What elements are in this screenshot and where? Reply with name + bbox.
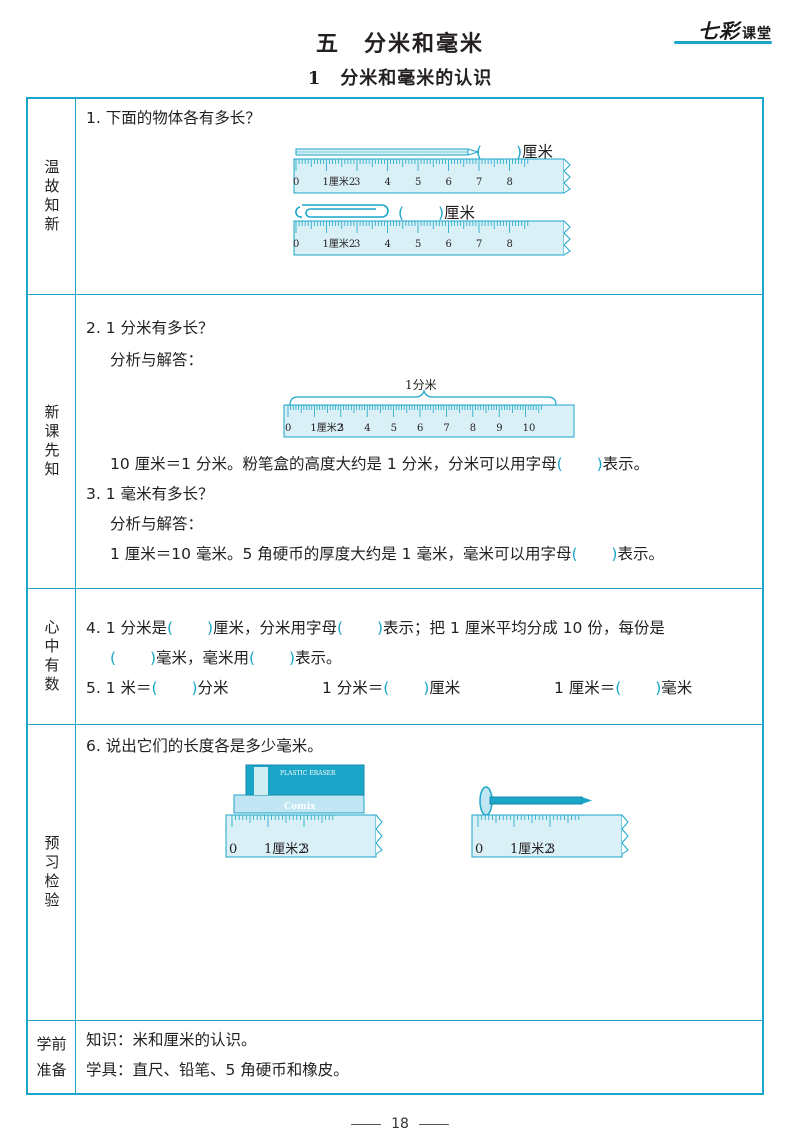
- eraser-label: PLASTIC ERASER: [280, 770, 336, 777]
- q3-blank[interactable]: [571, 543, 617, 565]
- ruler-label: 8: [507, 177, 513, 188]
- ruler-label: 6: [446, 239, 452, 250]
- ruler-label: 4: [385, 239, 391, 250]
- q4-line2: 毫米，毫米用 表示。: [110, 647, 342, 669]
- ruler-label: 10: [523, 423, 536, 434]
- q4-blank-4[interactable]: [249, 647, 295, 669]
- q3-fact: 1 厘米＝10 毫米。5 角硬币的厚度大约是 1 毫米，毫米可以用字母 表示。: [110, 543, 664, 565]
- ruler-label: 5: [415, 177, 421, 188]
- ruler-label: 3: [547, 842, 555, 857]
- ruler-label: 5: [391, 423, 397, 434]
- row-preview: 预习检验 6. 说出它们的长度各是多少毫米。 PLASTIC ERASER Co…: [28, 725, 762, 1021]
- ruler-1: [293, 158, 571, 194]
- q4-blank-3[interactable]: [110, 647, 156, 669]
- ruler-label: 7: [443, 423, 449, 434]
- page-number: 18: [0, 1116, 800, 1132]
- q1-clip-answer: 厘米: [398, 202, 475, 224]
- ruler-label: 4: [385, 177, 391, 188]
- ruler-label: 1厘米2: [323, 175, 356, 188]
- ruler-label: 1厘米2: [310, 421, 343, 434]
- q4-line1: 4. 1 分米是 厘米，分米用字母 表示；把 1 厘米平均分成 10 份，每份是: [86, 617, 665, 639]
- ruler-label: 0: [285, 423, 291, 434]
- section-title: 1 分米和毫米的认识: [307, 68, 493, 89]
- row-mind: 心中有数 4. 1 分米是 厘米，分米用字母 表示；把 1 厘米平均分成 10 …: [28, 589, 762, 725]
- ruler-label: 9: [496, 423, 502, 434]
- q6-text: 6. 说出它们的长度各是多少毫米。: [86, 737, 323, 755]
- q1-clip-blank[interactable]: [398, 202, 444, 224]
- q5-blank-1[interactable]: [152, 677, 198, 699]
- q4-blank-2[interactable]: [337, 617, 383, 639]
- chapter-title: 五 分米和毫米: [315, 31, 484, 57]
- q2-fact: 10 厘米＝1 分米。粉笔盒的高度大约是 1 分米，分米可以用字母 表示。: [110, 453, 649, 475]
- row-label-preview: 预习检验: [28, 725, 76, 1020]
- q2-blank[interactable]: [557, 453, 603, 475]
- prep-knowledge: 知识：米和厘米的认识。: [86, 1031, 257, 1049]
- ruler-nail: [471, 814, 623, 858]
- ruler-label: 8: [470, 423, 476, 434]
- q5-blank-2[interactable]: [383, 677, 429, 699]
- q5-part-a: 5. 1 米＝ 分米: [86, 677, 229, 699]
- q1-pencil-blank[interactable]: [476, 141, 522, 163]
- eraser-icon: PLASTIC ERASER Comix: [233, 764, 365, 814]
- ruler-label: 0: [293, 177, 299, 188]
- q5-part-c: 1 厘米＝ 毫米: [554, 677, 692, 699]
- ruler-label: 0: [475, 842, 483, 857]
- row-label-review: 温故知新: [28, 99, 76, 294]
- ruler-label: 3: [354, 239, 360, 250]
- brace-icon: [289, 389, 557, 406]
- ruler-label: 5: [415, 239, 421, 250]
- nail-icon: [479, 786, 592, 816]
- row-label-prep: 学前准备: [28, 1021, 76, 1093]
- ruler-label: 3: [301, 842, 309, 857]
- row-prep: 学前准备 知识：米和厘米的认识。 学具：直尺、铅笔、5 角硬币和橡皮。: [28, 1021, 762, 1093]
- row-label-new: 新课先知: [28, 295, 76, 588]
- eraser-brand: Comix: [284, 802, 316, 812]
- ruler-label: 3: [338, 423, 344, 434]
- ruler-label: 1厘米2: [264, 842, 307, 857]
- q2-analysis: 分析与解答：: [110, 351, 204, 369]
- brand-underline: [674, 41, 772, 44]
- ruler-label: 1厘米2: [323, 237, 356, 250]
- brand-logo: 七彩课堂: [664, 14, 772, 44]
- ruler-label: 8: [507, 239, 513, 250]
- ruler-label: 7: [476, 239, 482, 250]
- brace-label: 1分米: [405, 378, 437, 392]
- prep-tools: 学具：直尺、铅笔、5 角硬币和橡皮。: [86, 1061, 349, 1079]
- ruler-label: 0: [293, 239, 299, 250]
- q1-text: 1. 下面的物体各有多长？: [86, 109, 261, 127]
- q4-blank-1[interactable]: [167, 617, 213, 639]
- pencil-icon: [295, 148, 480, 156]
- row-label-mind: 心中有数: [28, 589, 76, 724]
- q3-text: 3. 1 毫米有多长？: [86, 485, 214, 503]
- q5-blank-3[interactable]: [615, 677, 661, 699]
- brand-logo-text: 七彩课堂: [698, 18, 772, 43]
- ruler-label: 1厘米2: [510, 842, 553, 857]
- ruler-label: 0: [229, 842, 237, 857]
- ruler-label: 6: [446, 177, 452, 188]
- q2-text: 2. 1 分米有多长？: [86, 319, 214, 337]
- ruler-label: 3: [354, 177, 360, 188]
- q3-analysis: 分析与解答：: [110, 515, 204, 533]
- paperclip-icon: [295, 204, 389, 218]
- q1-pencil-answer: 厘米: [476, 141, 553, 163]
- ruler-label: 4: [364, 423, 370, 434]
- ruler-label: 7: [476, 177, 482, 188]
- q5-part-b: 1 分米＝ 厘米: [322, 677, 460, 699]
- ruler-label: 6: [417, 423, 423, 434]
- ruler-eraser: [225, 814, 377, 858]
